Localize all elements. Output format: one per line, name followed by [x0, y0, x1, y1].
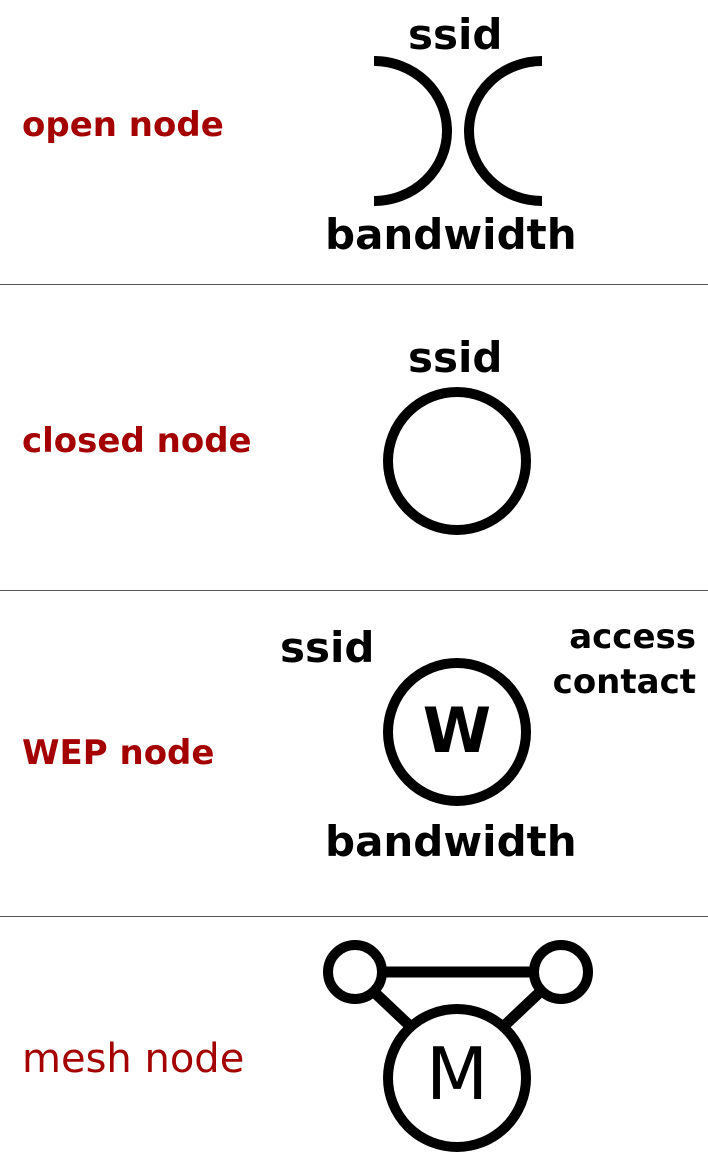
wep-node-symbol	[383, 658, 531, 806]
wep-node-circle	[383, 658, 531, 806]
mesh-node-left-peer	[323, 940, 387, 1004]
open-node-bandwidth-label: bandwidth	[325, 210, 577, 259]
mesh-node-circle	[383, 1004, 531, 1152]
divider-2	[0, 590, 708, 591]
mesh-node-left-link	[370, 988, 414, 1030]
divider-3	[0, 916, 708, 917]
open-node-row: open node ssid bandwidth	[0, 0, 708, 285]
open-node-ssid-label: ssid	[408, 10, 503, 59]
open-node-label: open node	[22, 105, 224, 145]
mesh-node-right-link	[500, 988, 544, 1030]
mesh-node-label: mesh node	[22, 1036, 245, 1082]
mesh-node-letter: M	[425, 1032, 489, 1116]
wep-node-label: WEP node	[22, 733, 215, 773]
wep-node-contact-label: contact	[552, 662, 696, 702]
closed-node-circle	[383, 387, 531, 535]
closed-node-symbol	[383, 387, 531, 535]
open-node-symbol	[373, 56, 543, 206]
closed-node-label: closed node	[22, 421, 252, 461]
mesh-node-row: mesh node M	[0, 916, 708, 1167]
wep-node-access-label: access	[569, 617, 696, 657]
mesh-node-right-peer	[529, 940, 593, 1004]
wep-node-row: WEP node ssid access contact W bandwidth	[0, 590, 708, 916]
open-node-left-arc	[373, 56, 452, 206]
wep-node-bandwidth-label: bandwidth	[325, 817, 577, 866]
open-node-right-arc	[464, 56, 543, 206]
closed-node-ssid-label: ssid	[408, 333, 503, 382]
wep-node-ssid-label: ssid	[280, 623, 375, 672]
divider-1	[0, 284, 708, 285]
closed-node-row: closed node ssid	[0, 285, 708, 590]
wep-node-letter: W	[422, 694, 492, 767]
mesh-node-symbol	[323, 940, 593, 1152]
